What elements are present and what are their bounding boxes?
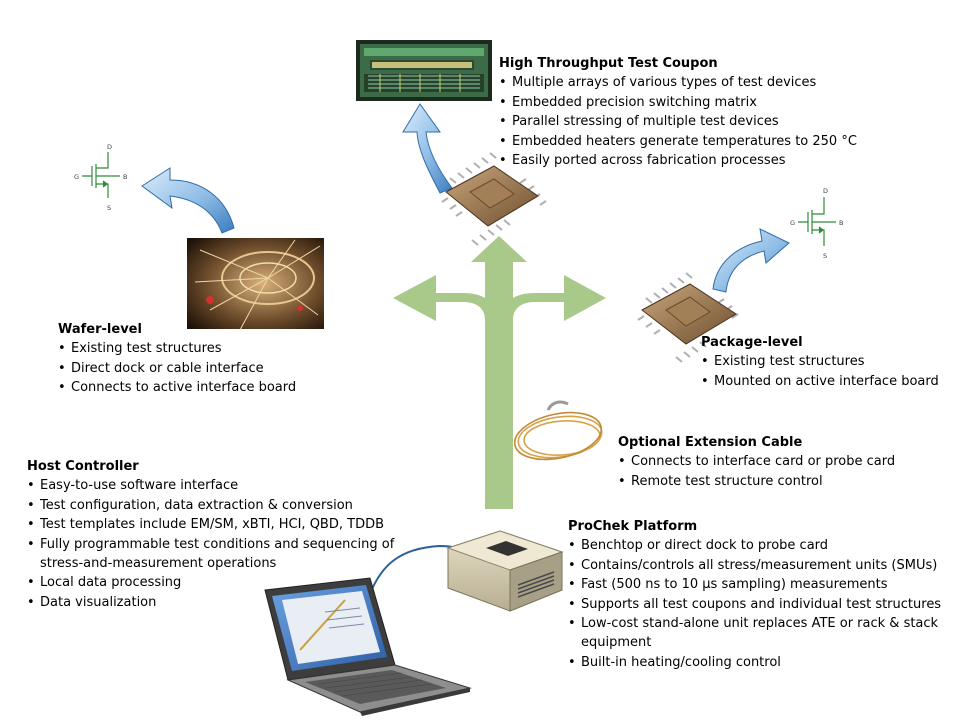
coupon-chip-image <box>441 152 547 246</box>
wafer-transistor-d-label: D <box>107 143 112 151</box>
cable-bullet-list: Connects to interface card or probe card… <box>618 452 938 491</box>
platform-bullet-item: Contains/controls all stress/measurement… <box>568 556 958 576</box>
cable-bullet-item: Remote test structure control <box>618 472 938 492</box>
platform-bullet-item: Supports all test coupons and individual… <box>568 595 958 615</box>
cable-bullet-item: Connects to interface card or probe card <box>618 452 938 472</box>
platform-bullet-item: Built-in heating/cooling control <box>568 653 958 673</box>
curved-arrow-to-wafer-transistor <box>141 167 235 234</box>
package-bullet-item: Existing test structures <box>701 352 956 372</box>
host-bullet-item: Fully programmable test conditions and s… <box>27 535 407 574</box>
coupon-bullet-item: Easily ported across fabrication process… <box>499 151 939 171</box>
host-bullet-item: Easy-to-use software interface <box>27 476 407 496</box>
platform-bullet-item: Low-cost stand-alone unit replaces ATE o… <box>568 614 958 653</box>
platform-bullet-list: Benchtop or direct dock to probe card Co… <box>568 536 958 672</box>
package-title: Package-level <box>701 335 803 350</box>
wafer-transistor-symbol <box>82 152 120 198</box>
platform-bullet-item: Benchtop or direct dock to probe card <box>568 536 958 556</box>
curved-arrow-to-package-transistor <box>712 228 790 293</box>
wafer-bullet-list: Existing test structures Direct dock or … <box>58 339 358 398</box>
host-title: Host Controller <box>27 459 139 474</box>
host-bullet-item: Data visualization <box>27 593 407 613</box>
curved-arrow-to-coupon <box>402 103 453 194</box>
wafer-transistor-s-label: S <box>107 204 111 212</box>
wafer-probe-card-image <box>187 238 324 331</box>
package-transistor-s-label: S <box>823 252 827 260</box>
wafer-bullet-item: Connects to active interface board <box>58 378 358 398</box>
host-bullet-list: Easy-to-use software interface Test conf… <box>27 476 407 612</box>
package-transistor-b-label: B <box>839 219 843 227</box>
cable-text-block: Optional Extension Cable Connects to int… <box>618 433 938 492</box>
platform-text-block: ProChek Platform Benchtop or direct dock… <box>568 517 958 673</box>
package-bullet-item: Mounted on active interface board <box>701 372 956 392</box>
cable-title: Optional Extension Cable <box>618 435 803 450</box>
wafer-title: Wafer-level <box>58 322 142 337</box>
coupon-bullet-item: Multiple arrays of various types of test… <box>499 73 939 93</box>
prochek-platform-unit-image <box>446 530 564 612</box>
central-branching-arrow <box>393 236 606 509</box>
test-coupon-die-image <box>356 40 492 101</box>
host-bullet-item: Test configuration, data extraction & co… <box>27 496 407 516</box>
package-transistor-g-label: G <box>790 219 795 227</box>
coupon-title: High Throughput Test Coupon <box>499 56 718 71</box>
wafer-text-block: Wafer-level Existing test structures Dir… <box>58 320 358 398</box>
host-text-block: Host Controller Easy-to-use software int… <box>27 457 407 613</box>
coupon-bullet-list: Multiple arrays of various types of test… <box>499 73 939 170</box>
host-bullet-item: Test templates include EM/SM, xBTI, HCI,… <box>27 515 407 535</box>
platform-bullet-item: Fast (500 ns to 10 µs sampling) measurem… <box>568 575 958 595</box>
wafer-transistor-b-label: B <box>123 173 127 181</box>
package-transistor-symbol <box>798 197 836 246</box>
coupon-text-block: High Throughput Test Coupon Multiple arr… <box>499 54 939 171</box>
package-text-block: Package-level Existing test structures M… <box>701 333 956 392</box>
wafer-bullet-item: Existing test structures <box>58 339 358 359</box>
package-bullet-list: Existing test structures Mounted on acti… <box>701 352 956 391</box>
coupon-bullet-item: Embedded precision switching matrix <box>499 93 939 113</box>
platform-title: ProChek Platform <box>568 519 698 534</box>
coupon-bullet-item: Embedded heaters generate temperatures t… <box>499 132 939 152</box>
host-bullet-item: Local data processing <box>27 573 407 593</box>
wafer-transistor-g-label: G <box>74 173 79 181</box>
coupon-bullet-item: Parallel stressing of multiple test devi… <box>499 112 939 132</box>
package-chip-image <box>637 272 739 363</box>
package-transistor-d-label: D <box>823 187 828 195</box>
wafer-bullet-item: Direct dock or cable interface <box>58 359 358 379</box>
extension-cable-image <box>513 400 603 461</box>
